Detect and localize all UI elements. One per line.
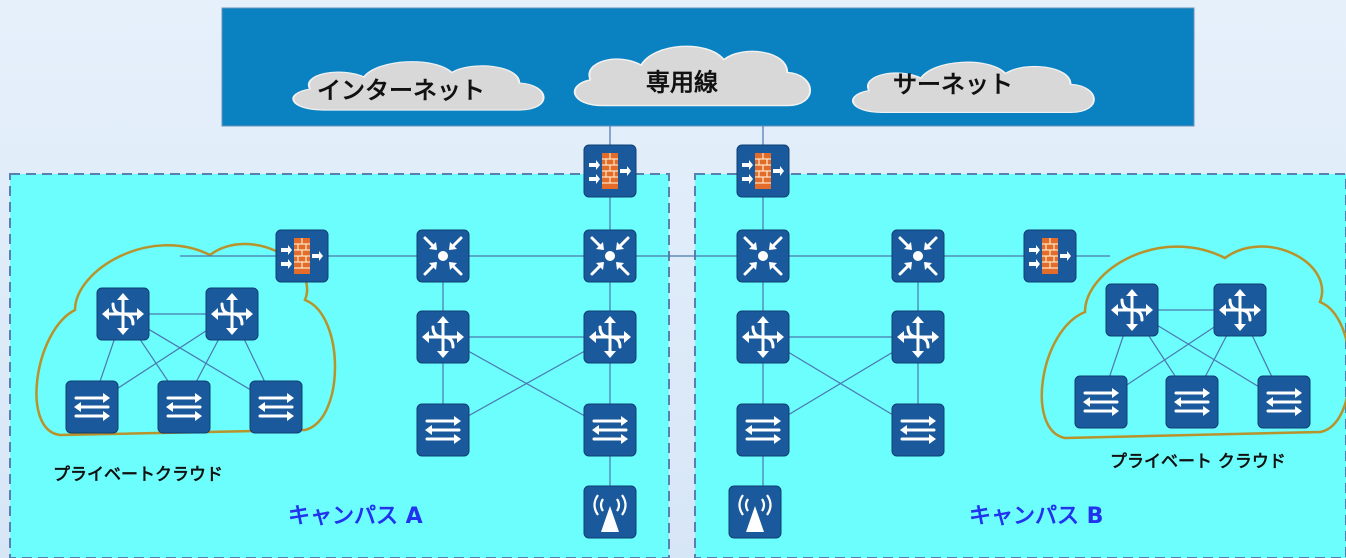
access-switch-icon [582,402,638,458]
firewall-icon [275,229,329,283]
access-switch-icon [415,402,471,458]
sinet-label: サーネット [893,70,1013,99]
core-switch-icon [415,228,471,284]
campus-b-label: キャンパス B [969,504,1104,529]
core-switch-icon [582,228,638,284]
access-switch-icon [735,402,791,458]
access-switch-icon [156,379,212,435]
router-icon [1212,282,1268,338]
firewall-icon [736,144,790,198]
access-switch-icon [1073,374,1129,430]
wireless-ap-icon [727,484,783,540]
access-switch-icon [1164,374,1220,430]
leased-line-label: 専用線 [646,68,718,97]
private-cloud-a-outline [35,242,337,437]
router-icon [1104,282,1160,338]
campus-b-area [694,173,1346,558]
access-switch-icon [248,379,304,435]
router-icon [95,286,151,342]
wireless-ap-icon [582,484,638,540]
router-icon [890,309,946,365]
firewall-icon [1023,229,1077,283]
core-switch-icon [890,228,946,284]
private-cloud-a-label: プライベートクラウド [53,465,223,485]
private-cloud-b-label: プライベート クラウド [1110,452,1286,472]
internet-label: インターネット [317,76,485,105]
core-switch-icon [735,228,791,284]
router-icon [204,286,260,342]
access-switch-icon [890,402,946,458]
firewall-icon [583,144,637,198]
private-cloud-b-outline [1040,245,1346,440]
campus-a-label: キャンパス A [288,504,423,529]
router-icon [735,309,791,365]
router-icon [582,309,638,365]
access-switch-icon [1256,374,1312,430]
router-icon [415,309,471,365]
access-switch-icon [64,379,120,435]
campus-a-area [9,173,670,558]
